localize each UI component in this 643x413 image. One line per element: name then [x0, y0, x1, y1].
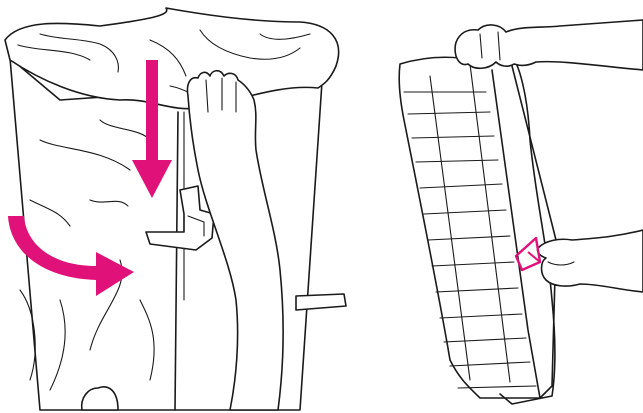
top-right-hand: [455, 20, 643, 70]
bag-strap: [296, 294, 346, 310]
right-panel: [399, 20, 643, 404]
paper-tray: [399, 51, 556, 398]
left-panel: [5, 8, 346, 410]
